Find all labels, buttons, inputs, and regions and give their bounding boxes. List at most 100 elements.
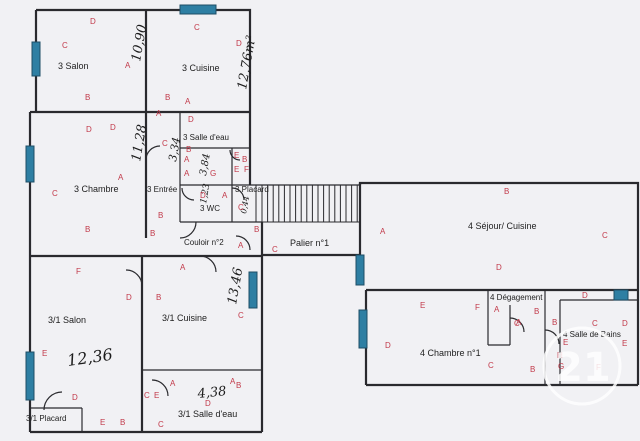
measure-wc3: 1,23 <box>199 183 212 205</box>
wall-letter: B <box>186 145 191 154</box>
logo-number: 21 <box>555 345 611 391</box>
room-label-salon3: 3 Salon <box>58 61 89 71</box>
room-label-salle-eau3: 3 Salle d'eau <box>183 133 229 142</box>
wall-letter: B <box>236 381 241 390</box>
wall-letter: B <box>158 211 163 220</box>
room-label-placard31: 3/1 Placard <box>26 414 66 423</box>
room-label-palier1: Palier n°1 <box>290 238 329 248</box>
wall-letter: A <box>238 241 244 250</box>
wall-letter: B <box>156 293 161 302</box>
room-label-cuisine31: 3/1 Cuisine <box>162 313 207 323</box>
measure-salle-eau31: 4,38 <box>196 384 227 402</box>
room-label-salle-bains4: 4 Salle de Bains <box>563 330 621 339</box>
wall-letter: C <box>194 23 200 32</box>
wall-letter: D <box>582 291 588 300</box>
wall-letter: G <box>558 362 564 371</box>
wall-letter: F <box>244 165 249 174</box>
wall-letter: A <box>185 97 191 106</box>
measure-salle-eau3: 3,34 <box>166 136 183 162</box>
wall-letter: H <box>557 351 563 360</box>
wall-letter: B <box>150 229 155 238</box>
wall-letter: D <box>126 293 132 302</box>
wall-letter: C <box>602 231 608 240</box>
walls <box>28 8 640 434</box>
wall-letter: B <box>534 307 539 316</box>
wall-letter: D <box>496 263 502 272</box>
wall-letter: B <box>552 318 557 327</box>
wall-letter: C <box>162 139 168 148</box>
wall-letter: E <box>622 339 627 348</box>
wall-letter: B <box>504 187 509 196</box>
wall-letter: B <box>165 93 170 102</box>
staircase-outline <box>255 184 361 223</box>
wall-letter: A <box>125 61 131 70</box>
wall-letter: E <box>420 301 425 310</box>
wall-letter: B <box>85 225 90 234</box>
wall-letter: A <box>184 169 190 178</box>
room-label-degagement4: 4 Dégagement <box>490 293 543 302</box>
wall-letter: F <box>76 267 81 276</box>
room-label-wc3: 3 WC <box>200 204 220 213</box>
wall-letter: C <box>592 319 598 328</box>
room-label-chambre3: 3 Chambre <box>74 184 119 194</box>
room-label-sejour4: 4 Séjour/ Cuisine <box>468 221 537 231</box>
measure-chambre3: 11,28 <box>129 123 150 162</box>
wall-letter: A <box>184 155 190 164</box>
wall-letter: B <box>530 365 535 374</box>
wall-letter: A <box>170 379 176 388</box>
measure-salon31: 12,36 <box>66 345 114 370</box>
wall-letter: A <box>156 109 162 118</box>
wall-letter: A <box>380 227 386 236</box>
wall-letter: C <box>62 41 68 50</box>
measure-placard3: 0,44 <box>239 195 251 214</box>
wall-letter: C <box>52 189 58 198</box>
wall-letter: B <box>85 93 90 102</box>
staircase <box>255 184 361 223</box>
wall-letter: B <box>242 155 247 164</box>
room-label-couloir2: Couloir n°2 <box>184 238 224 247</box>
wall-letter: A <box>180 263 186 272</box>
century21-logo-icon: 21 <box>542 326 622 406</box>
wall-letter: A <box>494 305 500 314</box>
wall-letter: E <box>563 338 568 347</box>
room-label-entree3: 3 Entrée <box>147 185 178 194</box>
wall-letter: A <box>230 377 236 386</box>
wall-letter: A <box>118 173 124 182</box>
wall-letter: A <box>222 191 228 200</box>
wall-letter: C <box>238 311 244 320</box>
wall-letter: B <box>120 418 125 427</box>
room-label-chambre4: 4 Chambre n°1 <box>420 348 481 358</box>
wall-letter: D <box>86 125 92 134</box>
wall-letter: A <box>516 318 522 327</box>
wall-letter: D <box>90 17 96 26</box>
wall-letter: D <box>110 123 116 132</box>
room-label-cuisine3: 3 Cuisine <box>182 63 220 73</box>
wall-letter: B <box>254 225 259 234</box>
wall-letter: C <box>514 319 520 328</box>
wall-letter: E <box>234 151 239 160</box>
wall-letter: E <box>100 418 105 427</box>
wall-letter: E <box>154 391 159 400</box>
windows <box>25 4 629 401</box>
handwritten-measures: 10,90 12,76m² 11,28 3,34 3,84 1,23 0,44 … <box>66 23 260 402</box>
measure-salon3: 10,90 <box>129 23 150 62</box>
wall-letter: D <box>205 399 211 408</box>
wall-letter: D <box>622 319 628 328</box>
wall-letter: F <box>475 303 480 312</box>
wall-letter: C <box>144 391 150 400</box>
room-labels: 3 Salon 3 Cuisine 3 Salle d'eau 3 Chambr… <box>26 61 621 423</box>
wall-letter: C <box>238 203 244 212</box>
wall-letter: D <box>72 393 78 402</box>
wall-letter: C <box>272 245 278 254</box>
room-label-salon31: 3/1 Salon <box>48 315 86 325</box>
room-label-salle-eau31: 3/1 Salle d'eau <box>178 409 237 419</box>
measure-cuisine31: 13,46 <box>225 266 246 305</box>
wall-letter: C <box>488 361 494 370</box>
doors <box>43 145 560 411</box>
wall-letter: D <box>200 191 206 200</box>
wall-letter: D <box>236 39 242 48</box>
wall-letter: C <box>158 420 164 429</box>
wall-letter: F <box>596 363 601 372</box>
